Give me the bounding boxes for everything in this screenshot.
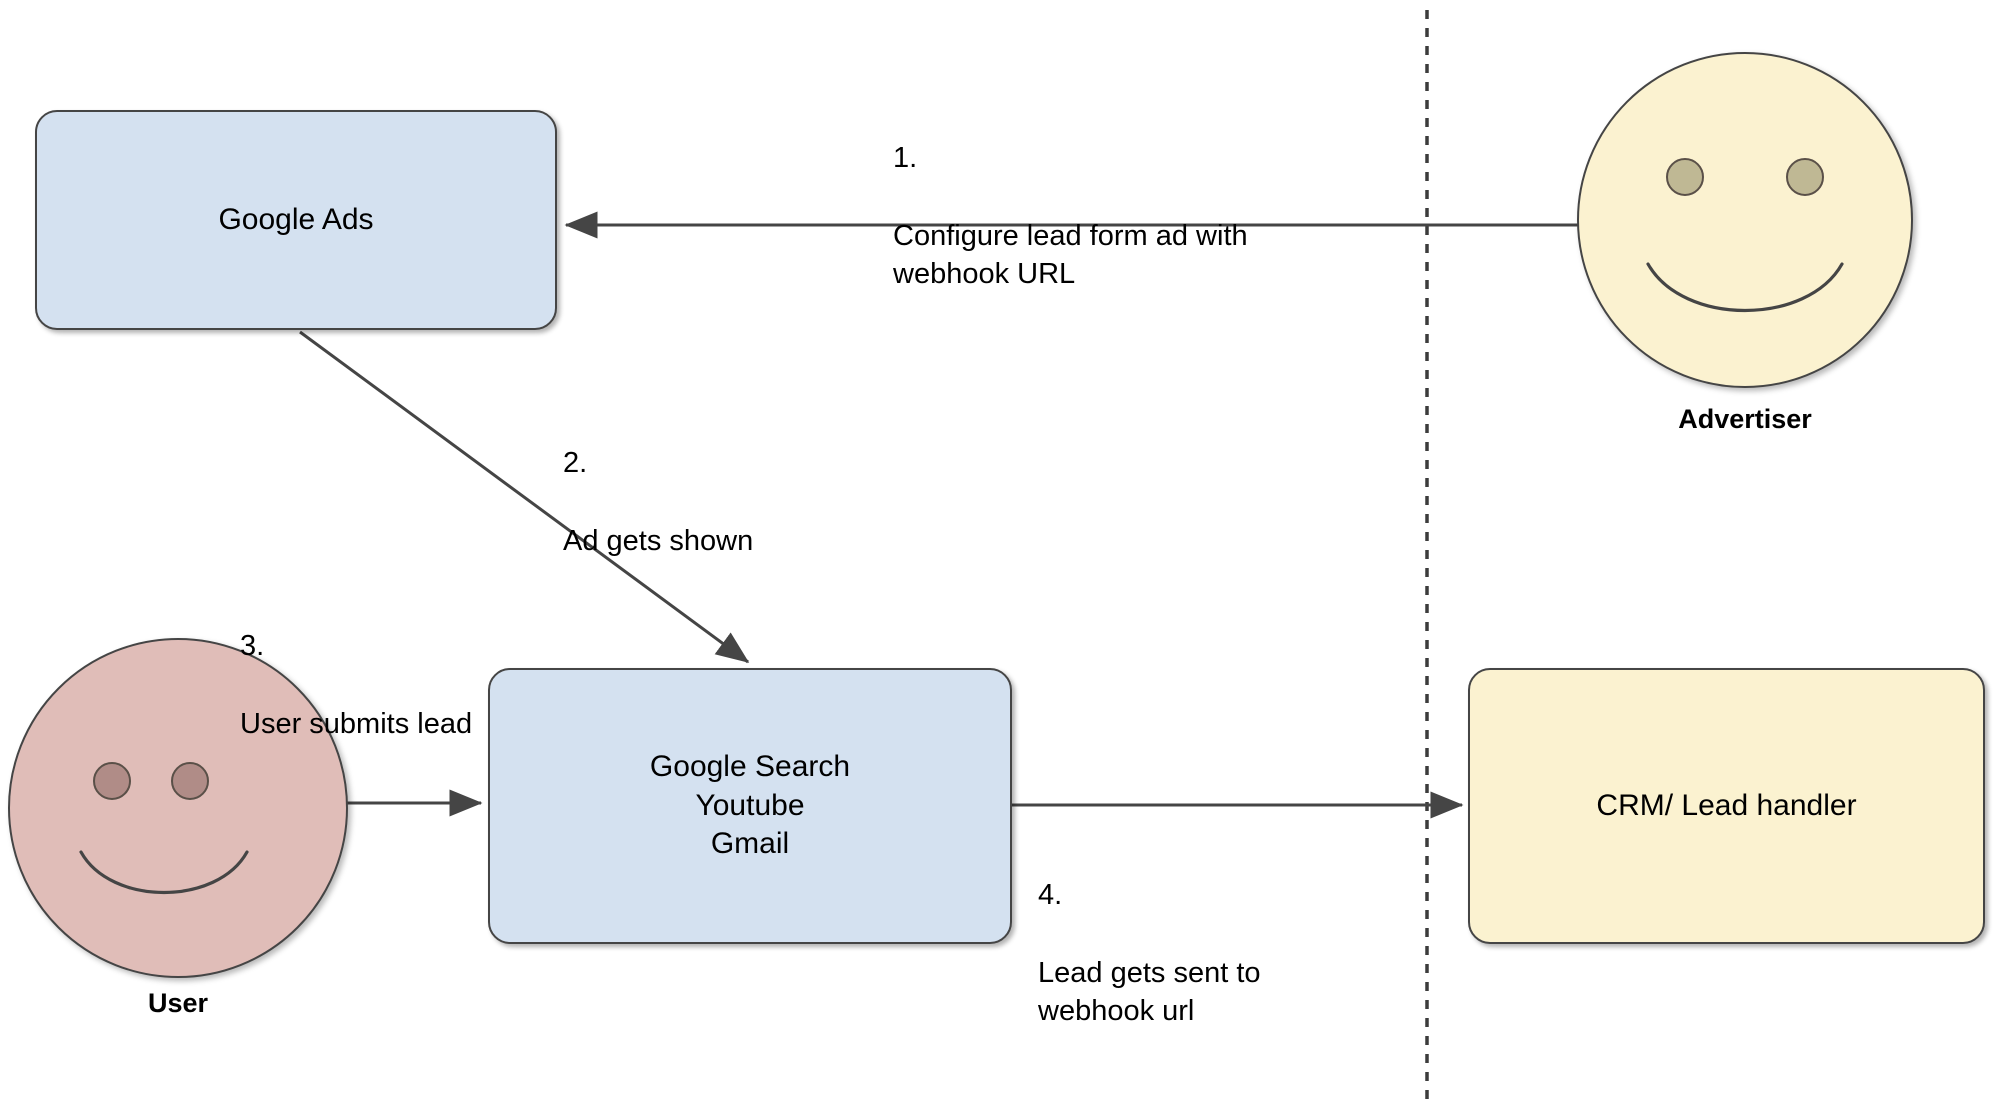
step-4-text: Lead gets sent to webhook url bbox=[1038, 956, 1261, 1028]
eye-left-icon bbox=[1666, 158, 1704, 196]
node-crm-lead-handler-label: CRM/ Lead handler bbox=[1596, 788, 1857, 822]
smile-mouth-icon bbox=[79, 850, 249, 895]
step-label-3: 3. User submits lead bbox=[240, 588, 600, 743]
step-3-number: 3. bbox=[240, 629, 265, 662]
step-label-1: 1. Configure lead form ad with webhook U… bbox=[893, 100, 1323, 294]
actor-user[interactable]: User bbox=[8, 638, 348, 1018]
step-label-4: 4. Lead gets sent to webhook url bbox=[1038, 837, 1368, 1031]
node-google-ads-label: Google Ads bbox=[218, 202, 374, 236]
smiley-face-icon bbox=[1577, 52, 1913, 388]
node-google-surfaces-label: Google Search Youtube Gmail bbox=[649, 750, 851, 861]
actor-user-caption: User bbox=[147, 988, 209, 1018]
node-google-surfaces[interactable]: Google Search Youtube Gmail bbox=[488, 668, 1012, 944]
eye-left-icon bbox=[93, 762, 131, 800]
actor-advertiser[interactable]: Advertiser bbox=[1577, 52, 1913, 434]
step-3-text: User submits lead bbox=[240, 707, 473, 740]
step-2-number: 2. bbox=[563, 446, 588, 479]
node-crm-lead-handler[interactable]: CRM/ Lead handler bbox=[1468, 668, 1985, 944]
smiley-face-icon bbox=[8, 638, 348, 978]
eye-right-icon bbox=[171, 762, 209, 800]
step-label-2: 2. Ad gets shown bbox=[563, 405, 923, 560]
smile-mouth-icon bbox=[1646, 262, 1844, 312]
actor-advertiser-caption: Advertiser bbox=[1678, 404, 1812, 434]
eye-right-icon bbox=[1786, 158, 1824, 196]
step-1-number: 1. bbox=[893, 141, 918, 174]
step-1-text: Configure lead form ad with webhook URL bbox=[893, 219, 1248, 291]
node-google-ads[interactable]: Google Ads bbox=[35, 110, 557, 330]
step-2-text: Ad gets shown bbox=[563, 524, 754, 557]
step-4-number: 4. bbox=[1038, 878, 1063, 911]
